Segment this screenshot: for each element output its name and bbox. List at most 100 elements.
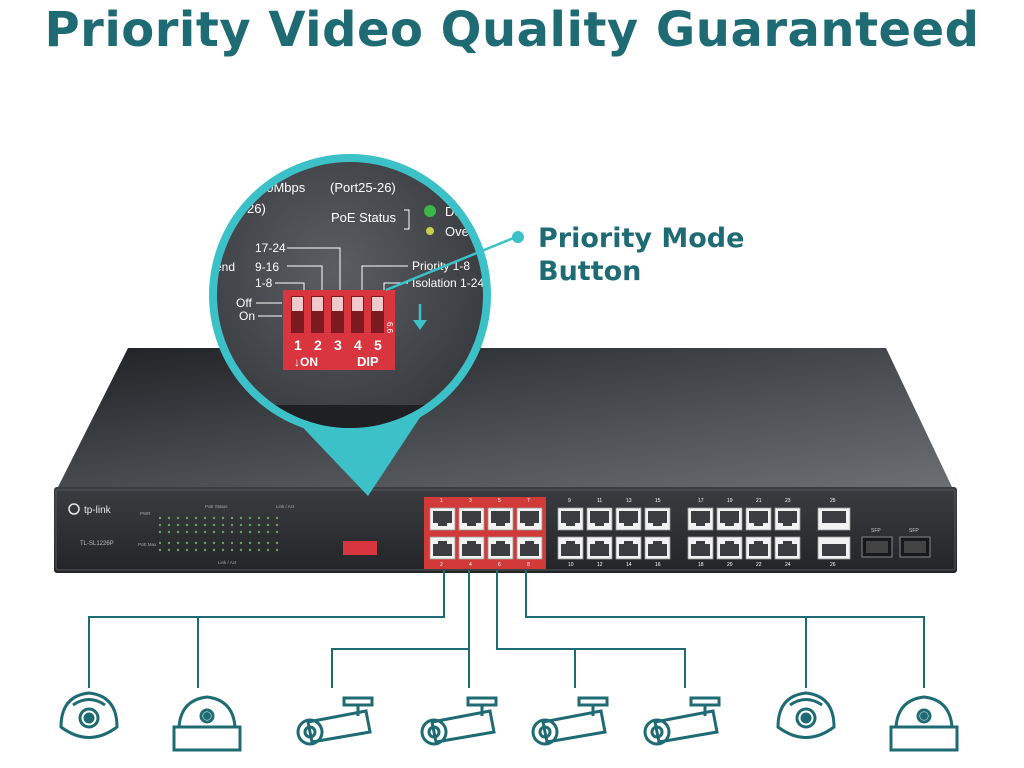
led-dot	[203, 516, 207, 520]
led-dot	[158, 530, 162, 534]
ethernet-port	[615, 507, 642, 531]
led-dot	[275, 516, 279, 520]
ethernet-port	[644, 536, 671, 560]
led-dot	[167, 530, 171, 534]
led-dot	[158, 541, 162, 545]
zoom-off-label: Off	[236, 296, 252, 310]
svg-text:): )	[247, 158, 251, 173]
ethernet-port	[487, 536, 514, 560]
front-dip-switch	[343, 541, 377, 555]
port-number-bottom: 10	[568, 562, 574, 568]
led-dot	[221, 516, 225, 520]
dip-number: 3	[334, 337, 342, 353]
port-number-top: 13	[626, 498, 632, 504]
led-dot	[221, 548, 225, 552]
led-dot	[176, 523, 180, 527]
tp-link-logo-icon	[68, 503, 80, 515]
led-dot	[230, 548, 234, 552]
ethernet-port	[644, 507, 671, 531]
led-dot	[275, 548, 279, 552]
zoom-range-1-8: 1-8	[255, 276, 273, 290]
pwr-led-label: PWR	[140, 511, 151, 516]
led-dot	[194, 523, 198, 527]
led-dot	[185, 548, 189, 552]
zoom-poe-status: PoE Status	[331, 210, 397, 225]
poe-status-led-label: PoE Status	[205, 504, 228, 509]
zoom-priority-label: Priority 1-8	[412, 259, 470, 273]
led-dot	[266, 548, 270, 552]
port-number-bottom: 22	[756, 562, 762, 568]
led-dot	[212, 523, 216, 527]
bullet-camera-icon	[296, 696, 374, 746]
ethernet-port	[615, 536, 642, 560]
port-number-bottom: 12	[597, 562, 603, 568]
led-dot	[176, 516, 180, 520]
dip-toggle	[332, 297, 343, 311]
led-dot	[239, 516, 243, 520]
led-indicator-grid	[158, 516, 279, 552]
led-dot	[176, 530, 180, 534]
ethernet-port	[516, 507, 543, 531]
dip-number: 5	[374, 337, 382, 353]
led-dot	[212, 541, 216, 545]
dip-number: 2	[314, 337, 322, 353]
down-arrow-icon	[413, 304, 427, 330]
led-dot	[167, 541, 171, 545]
port-number-top: 21	[756, 498, 762, 504]
brand-label: tp-link	[84, 505, 112, 516]
led-dot	[221, 530, 225, 534]
port-number-bottom: 2	[440, 562, 443, 568]
port-number-bottom: 26	[830, 562, 836, 568]
ethernet-port	[817, 507, 851, 531]
led-dot	[257, 530, 261, 534]
led-dot	[257, 548, 261, 552]
led-dot	[257, 523, 261, 527]
led-dot	[266, 516, 270, 520]
ethernet-port	[774, 536, 801, 560]
dome-camera-icon	[59, 691, 119, 739]
ethernet-port	[716, 536, 743, 560]
port-number-top: 5	[498, 498, 501, 504]
zoom-dip-label: DIP	[357, 354, 379, 369]
ethernet-port	[745, 507, 772, 531]
dome-camera-icon	[776, 691, 836, 739]
link-act-bottom-label: Link / Act	[218, 560, 237, 565]
ethernet-port	[557, 507, 584, 531]
led-dot	[230, 541, 234, 545]
port-number-bottom: 6	[498, 562, 501, 568]
zoom-on-label: On	[239, 309, 255, 323]
led-dot	[185, 523, 189, 527]
port-number-top: 9	[568, 498, 571, 504]
callout-dot	[512, 231, 524, 243]
led-dot	[158, 548, 162, 552]
page-title: Priority Video Quality Guaranteed	[44, 2, 980, 58]
zoom-isolation-label: Isolation 1-24	[412, 276, 484, 290]
led-dot	[185, 541, 189, 545]
led-dot	[158, 523, 162, 527]
ethernet-port	[429, 507, 456, 531]
led-dot	[266, 541, 270, 545]
port-number-bottom: 18	[698, 562, 704, 568]
zoom-port-range: (Port25-26)	[330, 180, 396, 195]
led-dot	[167, 516, 171, 520]
port-number-bottom: 20	[727, 562, 733, 568]
led-dot	[275, 530, 279, 534]
ethernet-port	[487, 507, 514, 531]
led-dot	[194, 530, 198, 534]
led-dot	[248, 523, 252, 527]
ethernet-port	[817, 536, 851, 560]
sfp-label-2: SFP	[909, 528, 919, 534]
bullet-camera-icon	[420, 696, 498, 746]
bullet-camera-icon	[531, 696, 609, 746]
led-dot	[194, 548, 198, 552]
led-dot	[221, 523, 225, 527]
link-act-led-label: Link / Act	[276, 504, 295, 509]
led-dot	[203, 530, 207, 534]
priority-mode-callout: Priority Mode Button	[538, 222, 744, 288]
led-dot	[212, 516, 216, 520]
ethernet-port	[745, 536, 772, 560]
camera-row	[59, 691, 959, 752]
led-dot	[230, 530, 234, 534]
led-dot	[212, 548, 216, 552]
